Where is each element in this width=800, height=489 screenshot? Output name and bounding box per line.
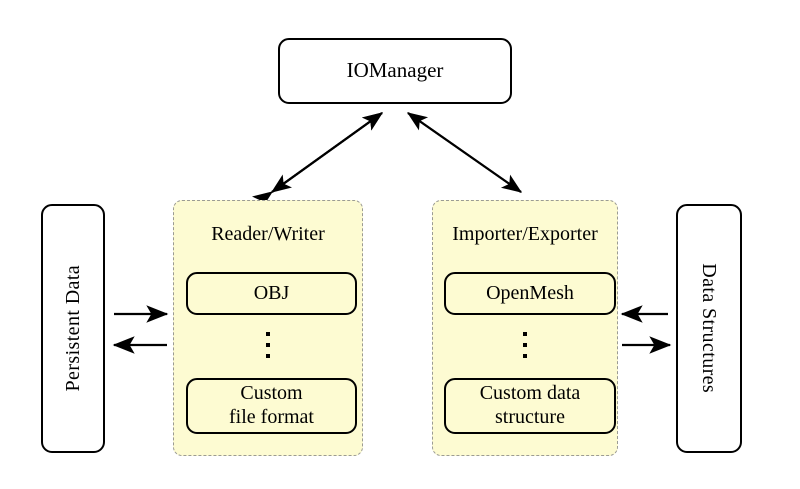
ellipsis-importer-exporter	[433, 325, 617, 358]
node-custom-file-format-label: Custom file format	[229, 382, 314, 429]
node-custom-file-format[interactable]: Custom file format	[186, 378, 357, 434]
ellipsis-dot	[523, 343, 527, 347]
node-openmesh-label: OpenMesh	[486, 282, 574, 305]
ellipsis-dot	[266, 343, 270, 347]
ellipsis-dot	[266, 332, 270, 336]
ellipsis-dot	[523, 354, 527, 358]
ellipsis-reader-writer	[174, 325, 362, 358]
label-line-2: file format	[229, 406, 314, 428]
group-importer-exporter[interactable]: Importer/Exporter OpenMesh Custom data s…	[432, 200, 618, 456]
node-obj[interactable]: OBJ	[186, 272, 357, 315]
node-data-structures-label: Data Structures	[698, 263, 721, 394]
ellipsis-dot	[523, 332, 527, 336]
node-persistent-data[interactable]: Persistent Data	[41, 204, 105, 453]
node-data-structures[interactable]: Data Structures	[676, 204, 742, 453]
node-obj-label: OBJ	[253, 282, 290, 305]
arrow-iomanager-readerwriter	[251, 112, 384, 210]
group-reader-writer-title: Reader/Writer	[211, 223, 325, 245]
label-line-1: Custom data	[479, 382, 581, 405]
ellipsis-dot	[266, 354, 270, 358]
node-custom-data-structure-label: Custom data structure	[480, 382, 581, 429]
node-openmesh[interactable]: OpenMesh	[444, 272, 616, 315]
label-line-1: Custom	[240, 382, 303, 405]
arrow-iomanager-importerexporter	[406, 112, 523, 193]
group-importer-exporter-title: Importer/Exporter	[452, 223, 598, 245]
group-reader-writer[interactable]: Reader/Writer OBJ Custom file format	[173, 200, 363, 456]
node-custom-data-structure[interactable]: Custom data structure	[444, 378, 616, 434]
label-line-2: structure	[495, 406, 565, 428]
node-io-manager-label: IOManager	[346, 58, 444, 83]
node-persistent-data-label: Persistent Data	[61, 265, 84, 392]
node-io-manager[interactable]: IOManager	[278, 38, 512, 104]
